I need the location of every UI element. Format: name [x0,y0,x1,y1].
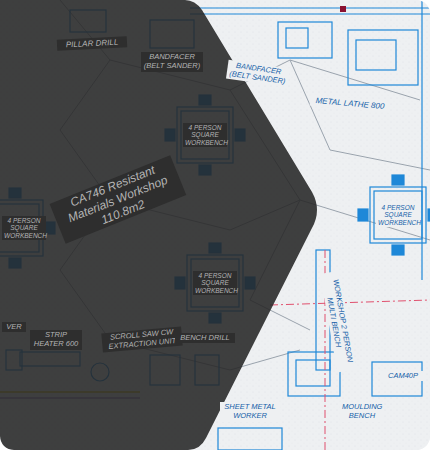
machine-label: VER [2,322,26,333]
machine-label: METAL LATHE 800 [310,95,391,113]
workbench-label: 4 PERSON SQUARE WORKBENCH [2,216,46,240]
stool [392,175,404,185]
bench-outline [370,187,426,243]
stool [392,245,404,255]
machine-label: BANDFACER (BELT SANDER) [141,52,203,71]
machine-label: STRIP HEATER 600 [30,330,82,349]
bench-label: WORKSHOP 2 PERSON MULTI BENCH [320,271,356,373]
stool [428,209,430,221]
machine-label: SHEET METAL WORKER [220,402,280,421]
bench-label: MOULDING BENCH [340,402,384,421]
machine-label: BENCH DRILL [175,333,235,344]
bench-top [374,191,422,239]
workbench-label: 4 PERSON SQUARE WORKBENCH [376,203,420,227]
machine-label: CAM40P [381,371,425,382]
machine-label: PILLAR DRILL [57,37,127,52]
workbench-label: 4 PERSON SQUARE WORKBENCH [183,123,227,147]
workbench-symbol [358,175,430,255]
workbench-label: 4 PERSON SQUARE WORKBENCH [193,271,237,295]
machine-label: BANDFACER (BELT SANDER) [226,60,290,88]
machine-label: SCROLL SAW CW EXTRACTION UNIT [101,327,182,353]
stool [358,209,368,221]
room-name: CA746 Resistant Materials Workshop 110.8… [50,156,187,245]
